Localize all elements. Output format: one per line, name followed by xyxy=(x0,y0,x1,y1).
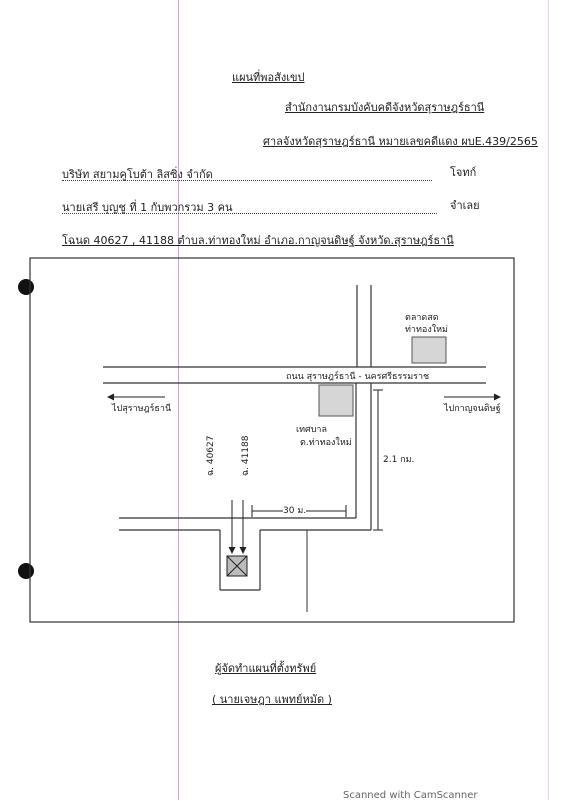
scan-watermark: Scanned with CamScanner xyxy=(343,790,478,801)
road-label: ถนน สุราษฎร์ธานี - นครศรีธรรมราช xyxy=(286,372,430,382)
left-margin-line xyxy=(178,0,179,800)
plaintiff-fill-line xyxy=(62,180,432,181)
court-case-line: ศาลจังหวัดสุราษฎร์ธานี หมายเลขคดีแดง ผบE… xyxy=(263,135,538,148)
plaintiff-role: โจทก์ xyxy=(450,166,477,179)
deed-location-line: โฉนด 40627 , 41188 ตำบล.ท่าทองใหม่ อำเภอ… xyxy=(62,234,454,247)
deed-2-label: ฉ. 41188 xyxy=(241,435,251,476)
maker-label: ผู้จัดทำแผนที่ตั้งทรัพย์ xyxy=(215,662,317,675)
plaintiff-name: บริษัท สยามคูโบต้า ลิสซิ่ง จำกัด xyxy=(62,168,213,181)
market-building xyxy=(411,336,447,364)
market-label-2: ท่าทองใหม่ xyxy=(405,325,448,335)
deed-1-label: ฉ. 40627 xyxy=(206,435,216,476)
map-frame xyxy=(29,257,515,623)
property-cross-2 xyxy=(226,555,248,577)
defendant-fill-line xyxy=(62,213,437,214)
to-left-label: ไปสุราษฎร์ธานี xyxy=(112,404,172,414)
distance-m-label: 30 ม. xyxy=(283,503,307,517)
office-name: สำนักงานกรมบังคับคดีจังหวัดสุราษฎร์ธานี xyxy=(285,101,485,114)
maker-name: ( นายเจษฎา แพทย์หมัด ) xyxy=(212,693,332,706)
municipality-building xyxy=(318,384,354,417)
distance-km-label: 2.1 กม. xyxy=(383,455,415,465)
defendant-role: จำเลย xyxy=(450,199,480,212)
defendant-name: นายเสรี บุญชู ที่ 1 กับพวกรวม 3 คน xyxy=(62,201,233,214)
market-label-1: ตลาดสด xyxy=(405,313,439,323)
page-title: แผนที่พอสังเขป xyxy=(232,71,305,84)
right-margin-line xyxy=(548,0,549,800)
to-right-label: ไปกาญจนดิษฐ์ xyxy=(444,404,501,414)
municipality-label-2: ต.ท่าทองใหม่ xyxy=(300,438,352,448)
municipality-label-1: เทศบาล xyxy=(296,425,328,435)
